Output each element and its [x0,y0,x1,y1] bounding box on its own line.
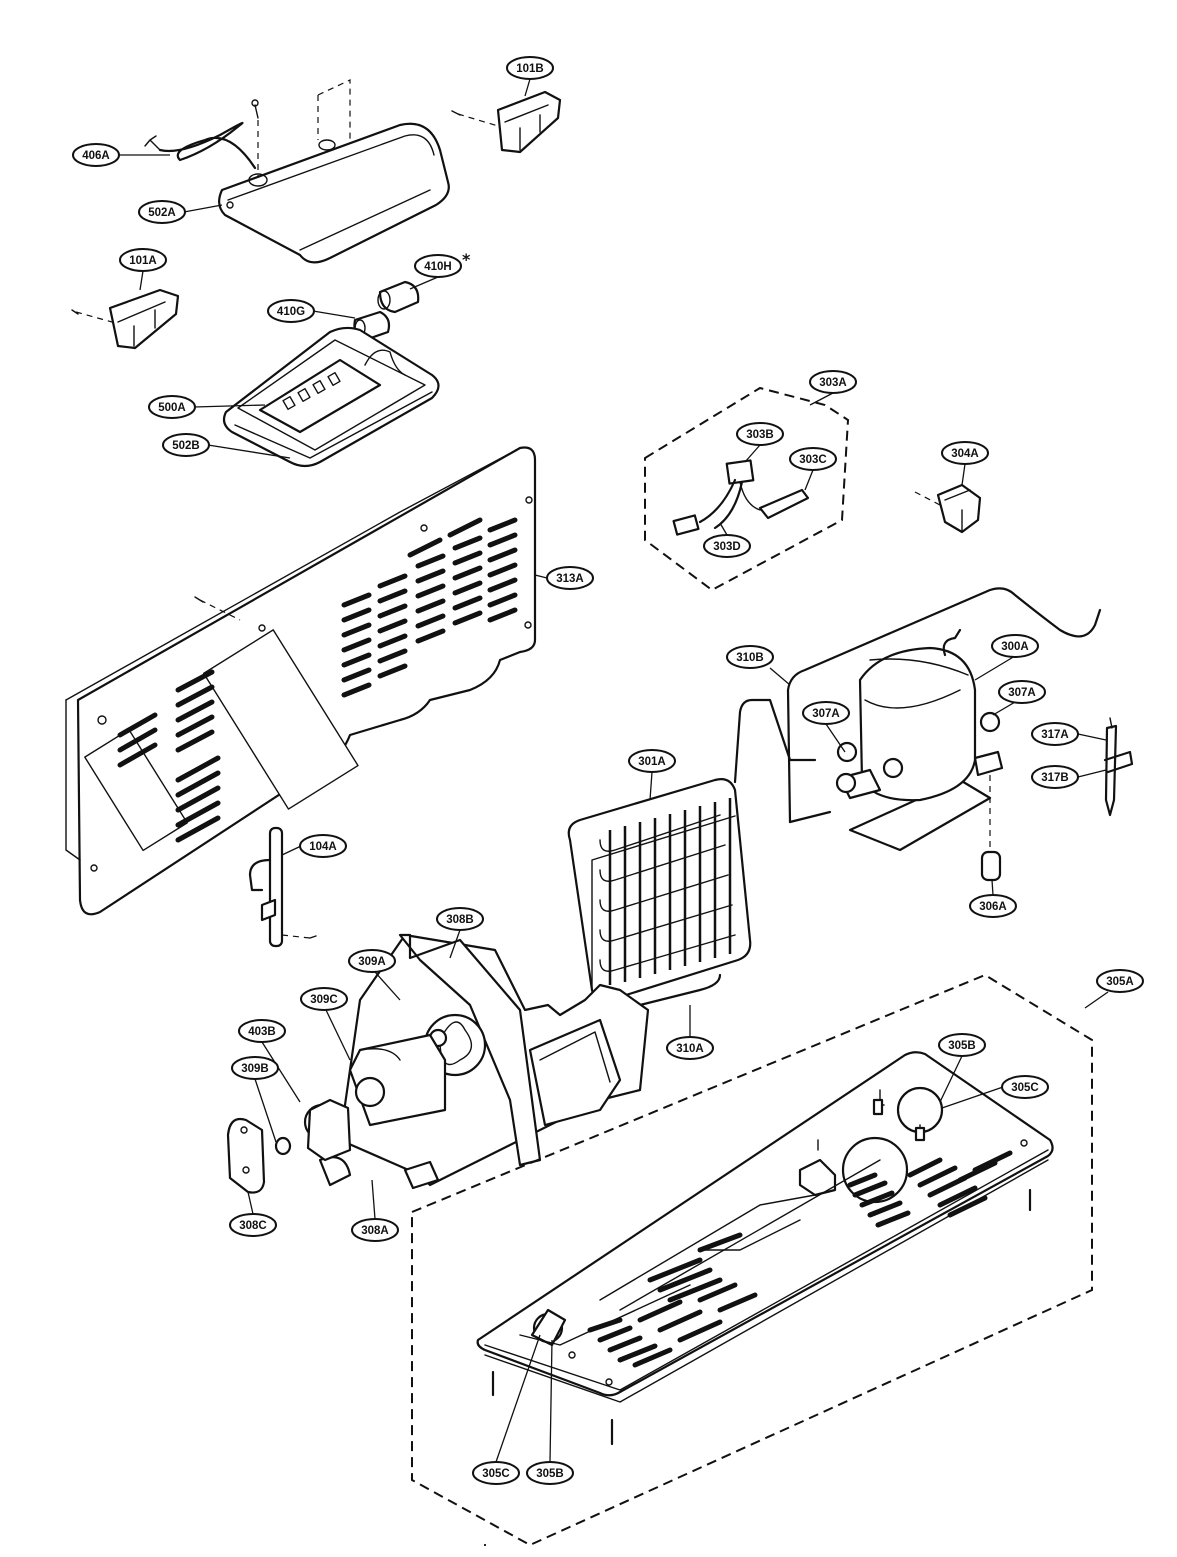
label-502B: 502B [162,433,210,457]
svg-text:309B: 309B [241,1063,269,1075]
pipe-310B [733,587,1102,824]
svg-text:308A: 308A [361,1225,389,1237]
svg-text:310B: 310B [736,652,764,664]
svg-text:502B: 502B [172,440,200,452]
leader-lines [118,78,1109,1463]
svg-text:313A: 313A [556,573,584,585]
svg-text:502A: 502A [148,207,176,219]
tube-104A [248,826,317,948]
bracket-101B [451,90,562,154]
motor-bracket-308C [226,1117,266,1194]
svg-text:308B: 308B [446,914,474,926]
svg-text:304A: 304A [951,448,979,460]
label-310B: 310B [726,645,774,669]
relay-kit-303A [644,386,850,592]
label-303D: 303D [703,534,751,558]
label-101A: 101A [119,248,167,272]
compressor-300A [835,628,1004,852]
label-308B: 308B [436,907,484,931]
svg-text:303C: 303C [799,454,827,466]
svg-text:403B: 403B [248,1026,276,1038]
svg-text:309A: 309A [358,956,386,968]
svg-text:317B: 317B [1041,772,1069,784]
svg-text:317A: 317A [1041,729,1069,741]
label-500A: 500A [148,395,196,419]
svg-text:303D: 303D [713,541,741,553]
label-303A: 303A [809,370,857,394]
grommet-306A [980,775,1002,882]
panel-vents-right [341,517,518,698]
label-410H: 410H [414,254,462,278]
svg-text:307A: 307A [1008,687,1036,699]
label-305A: 305A [1096,969,1144,993]
svg-text:101A: 101A [129,255,157,267]
label-305C-bottom: 305C [472,1461,520,1485]
label-308A: 308A [351,1218,399,1242]
label-305B-top: 305B [938,1033,986,1057]
label-303C: 303C [789,447,837,471]
drier-317 [1103,717,1134,817]
label-308C: 308C [229,1213,277,1237]
label-303B: 303B [736,422,784,446]
svg-text:310A: 310A [676,1043,704,1055]
label-307A-right: 307A [998,680,1046,704]
base-assembly-305A [411,973,1093,1547]
label-410G: 410G [267,299,315,323]
label-304A: 304A [941,441,989,465]
svg-text:306A: 306A [979,901,1007,913]
label-307A-left: 307A [802,701,850,725]
label-317B: 317B [1031,765,1079,789]
label-101B: 101B [506,56,554,80]
svg-text:305C: 305C [1011,1082,1039,1094]
washer-309B [274,1136,292,1156]
clip-304A [914,483,982,534]
svg-text:303A: 303A [819,377,847,389]
label-305C-top: 305C [1001,1075,1049,1099]
svg-text:104A: 104A [309,841,337,853]
label-406A: 406A [72,143,120,167]
label-306A: 306A [969,894,1017,918]
svg-text:410G: 410G [277,306,305,318]
label-309C: 309C [300,987,348,1011]
cover-502A [218,79,450,264]
label-309B: 309B [231,1056,279,1080]
svg-text:305B: 305B [536,1468,564,1480]
label-104A: 104A [299,834,347,858]
label-309A: 309A [348,949,396,973]
fan-assembly [303,933,650,1190]
svg-text:301A: 301A [638,756,666,768]
svg-text:410H: 410H [424,261,452,273]
panel-vents-left [117,669,221,843]
bracket-101A [71,288,180,350]
label-300A: 300A [991,634,1039,658]
label-403B: 403B [238,1019,286,1043]
back-panel-313A [65,446,537,916]
svg-text:305C: 305C [482,1468,510,1480]
svg-text:305A: 305A [1106,976,1134,988]
label-410H-asterisk: * [462,250,471,269]
svg-text:305B: 305B [948,1040,976,1052]
label-502A: 502A [138,200,186,224]
label-310A: 310A [666,1036,714,1060]
svg-text:308C: 308C [239,1220,267,1232]
svg-text:500A: 500A [158,402,186,414]
power-cord-406A [144,121,257,170]
label-317A: 317A [1031,722,1079,746]
capacitor-410H [377,280,420,314]
svg-text:406A: 406A [82,150,110,162]
svg-text:300A: 300A [1001,641,1029,653]
pcb-500A [258,358,382,434]
svg-text:101B: 101B [516,63,544,75]
label-301A: 301A [628,749,676,773]
svg-text:309C: 309C [310,994,338,1006]
label-313A: 313A [546,566,594,590]
svg-text:307A: 307A [812,708,840,720]
label-305B-bottom: 305B [526,1461,574,1485]
svg-text:303B: 303B [746,429,774,441]
condenser-301A [567,778,752,1008]
